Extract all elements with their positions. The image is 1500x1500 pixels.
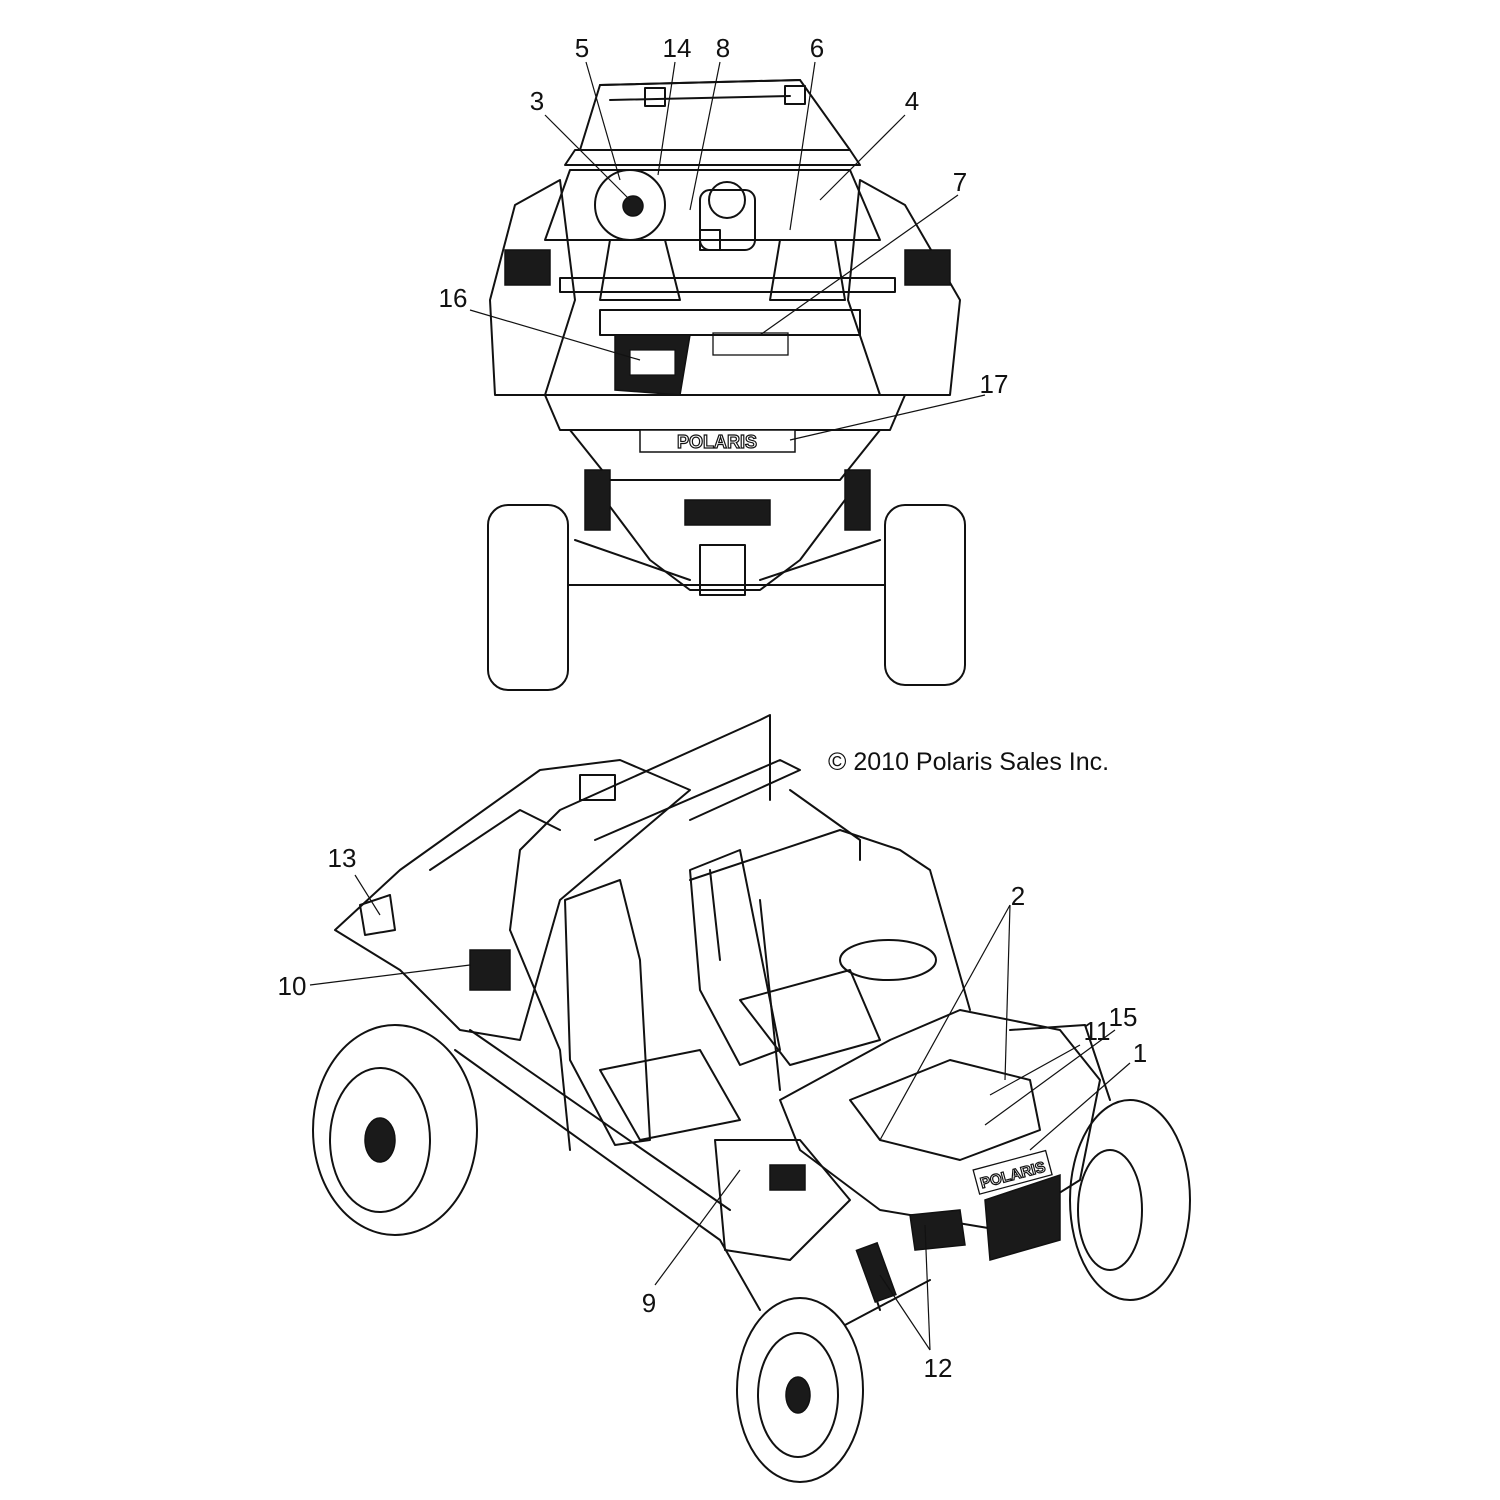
callout-10: 10 [278,971,307,1001]
callout-2: 2 [1011,881,1025,911]
copyright-notice: © 2010 Polaris Sales Inc. [828,748,1109,776]
front-view-leaders [469,61,986,441]
iso-view-leaders [309,874,1131,1351]
callout-17: 17 [980,369,1009,399]
callout-3: 3 [530,86,544,116]
callout-15: 15 [1109,1002,1138,1032]
iso-view-callouts: 13 10 2 11 15 1 9 12 [278,843,1148,1383]
callout-13: 13 [328,843,357,873]
callout-12: 12 [924,1353,953,1383]
callout-9: 9 [642,1288,656,1318]
front-view-callouts: 5 14 8 6 3 4 7 16 17 [439,33,1009,399]
callout-14: 14 [663,33,692,63]
iso-view-vehicle: POLARIS [312,714,1191,1483]
callout-6: 6 [810,33,824,63]
callout-5: 5 [575,33,589,63]
front-view-vehicle: POLARIS [487,79,966,691]
callout-8: 8 [716,33,730,63]
callout-7: 7 [953,167,967,197]
callout-1: 1 [1133,1038,1147,1068]
front-brand-logo: POLARIS [677,432,757,452]
callout-4: 4 [905,86,919,116]
callout-11: 11 [1084,1016,1111,1046]
callout-16: 16 [439,283,468,313]
